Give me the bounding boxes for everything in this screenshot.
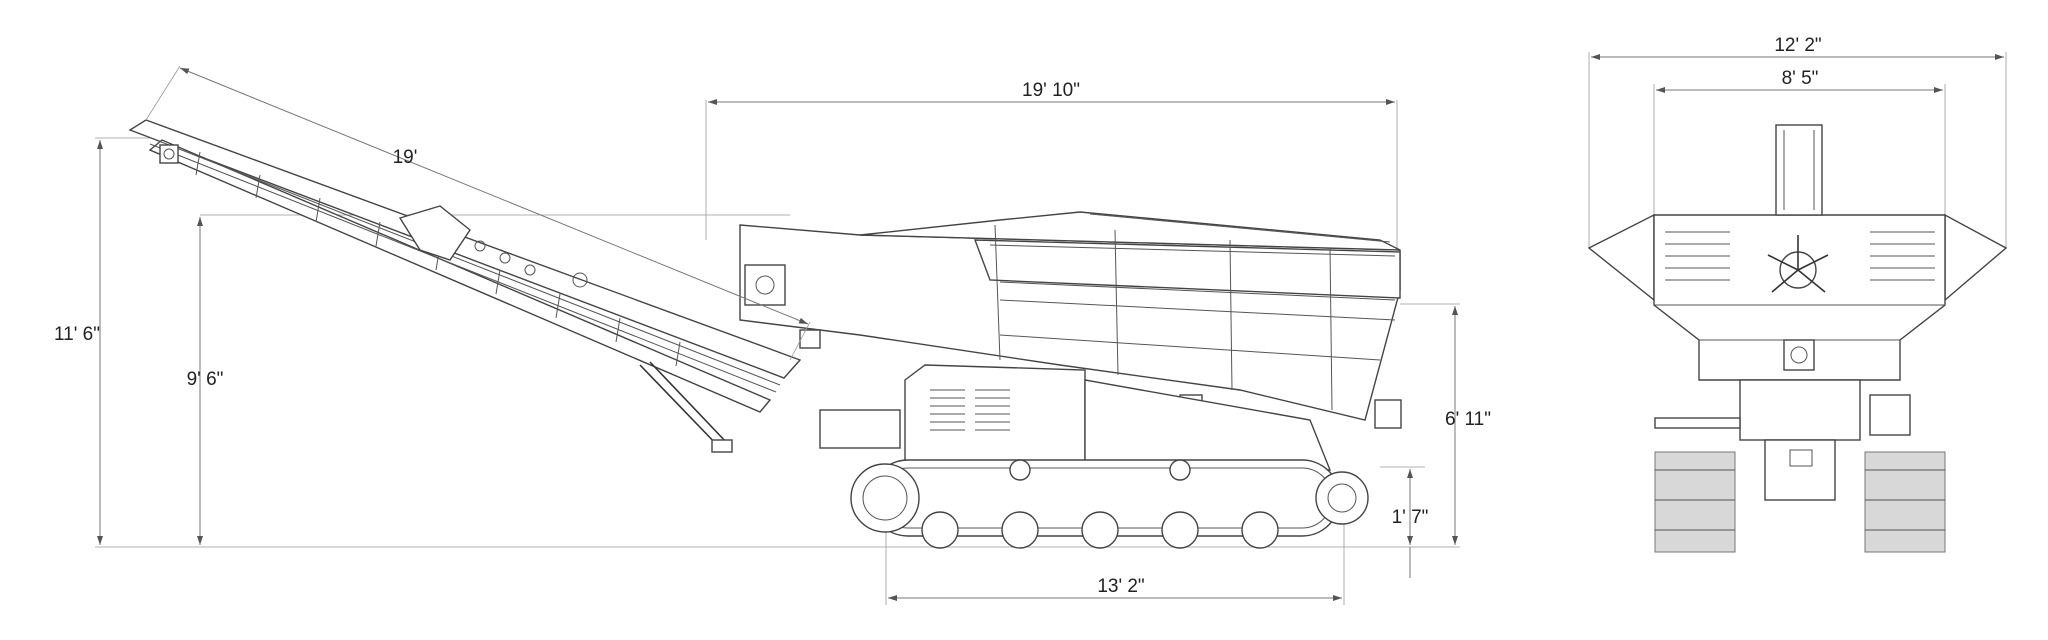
dim-track-length: 13' 2": [1097, 576, 1144, 597]
dim-hopper-length: 19' 10": [1022, 80, 1080, 101]
dim-track-height: 1' 7": [1392, 507, 1429, 528]
dim-hopper-height: 6' 11": [1445, 409, 1491, 430]
stacking-conveyor: [128, 119, 802, 453]
chassis: [819, 364, 1332, 471]
dim-overall-height: 11' 6": [54, 324, 100, 345]
dim-conveyor-length: 19': [393, 147, 418, 168]
front-view: 12' 2" 8' 5": [1587, 35, 2008, 553]
track-undercarriage: [850, 459, 1369, 549]
dim-overall-width: 12' 2": [1774, 35, 1821, 56]
dim-hopper-width: 8' 5": [1782, 68, 1819, 89]
dim-discharge-height: 9' 6": [187, 369, 224, 390]
hopper-body: [739, 211, 1402, 431]
side-view: 11' 6" 9' 6" 19' 19' 10" 6' 11" 1' 7" 13…: [54, 65, 1491, 605]
